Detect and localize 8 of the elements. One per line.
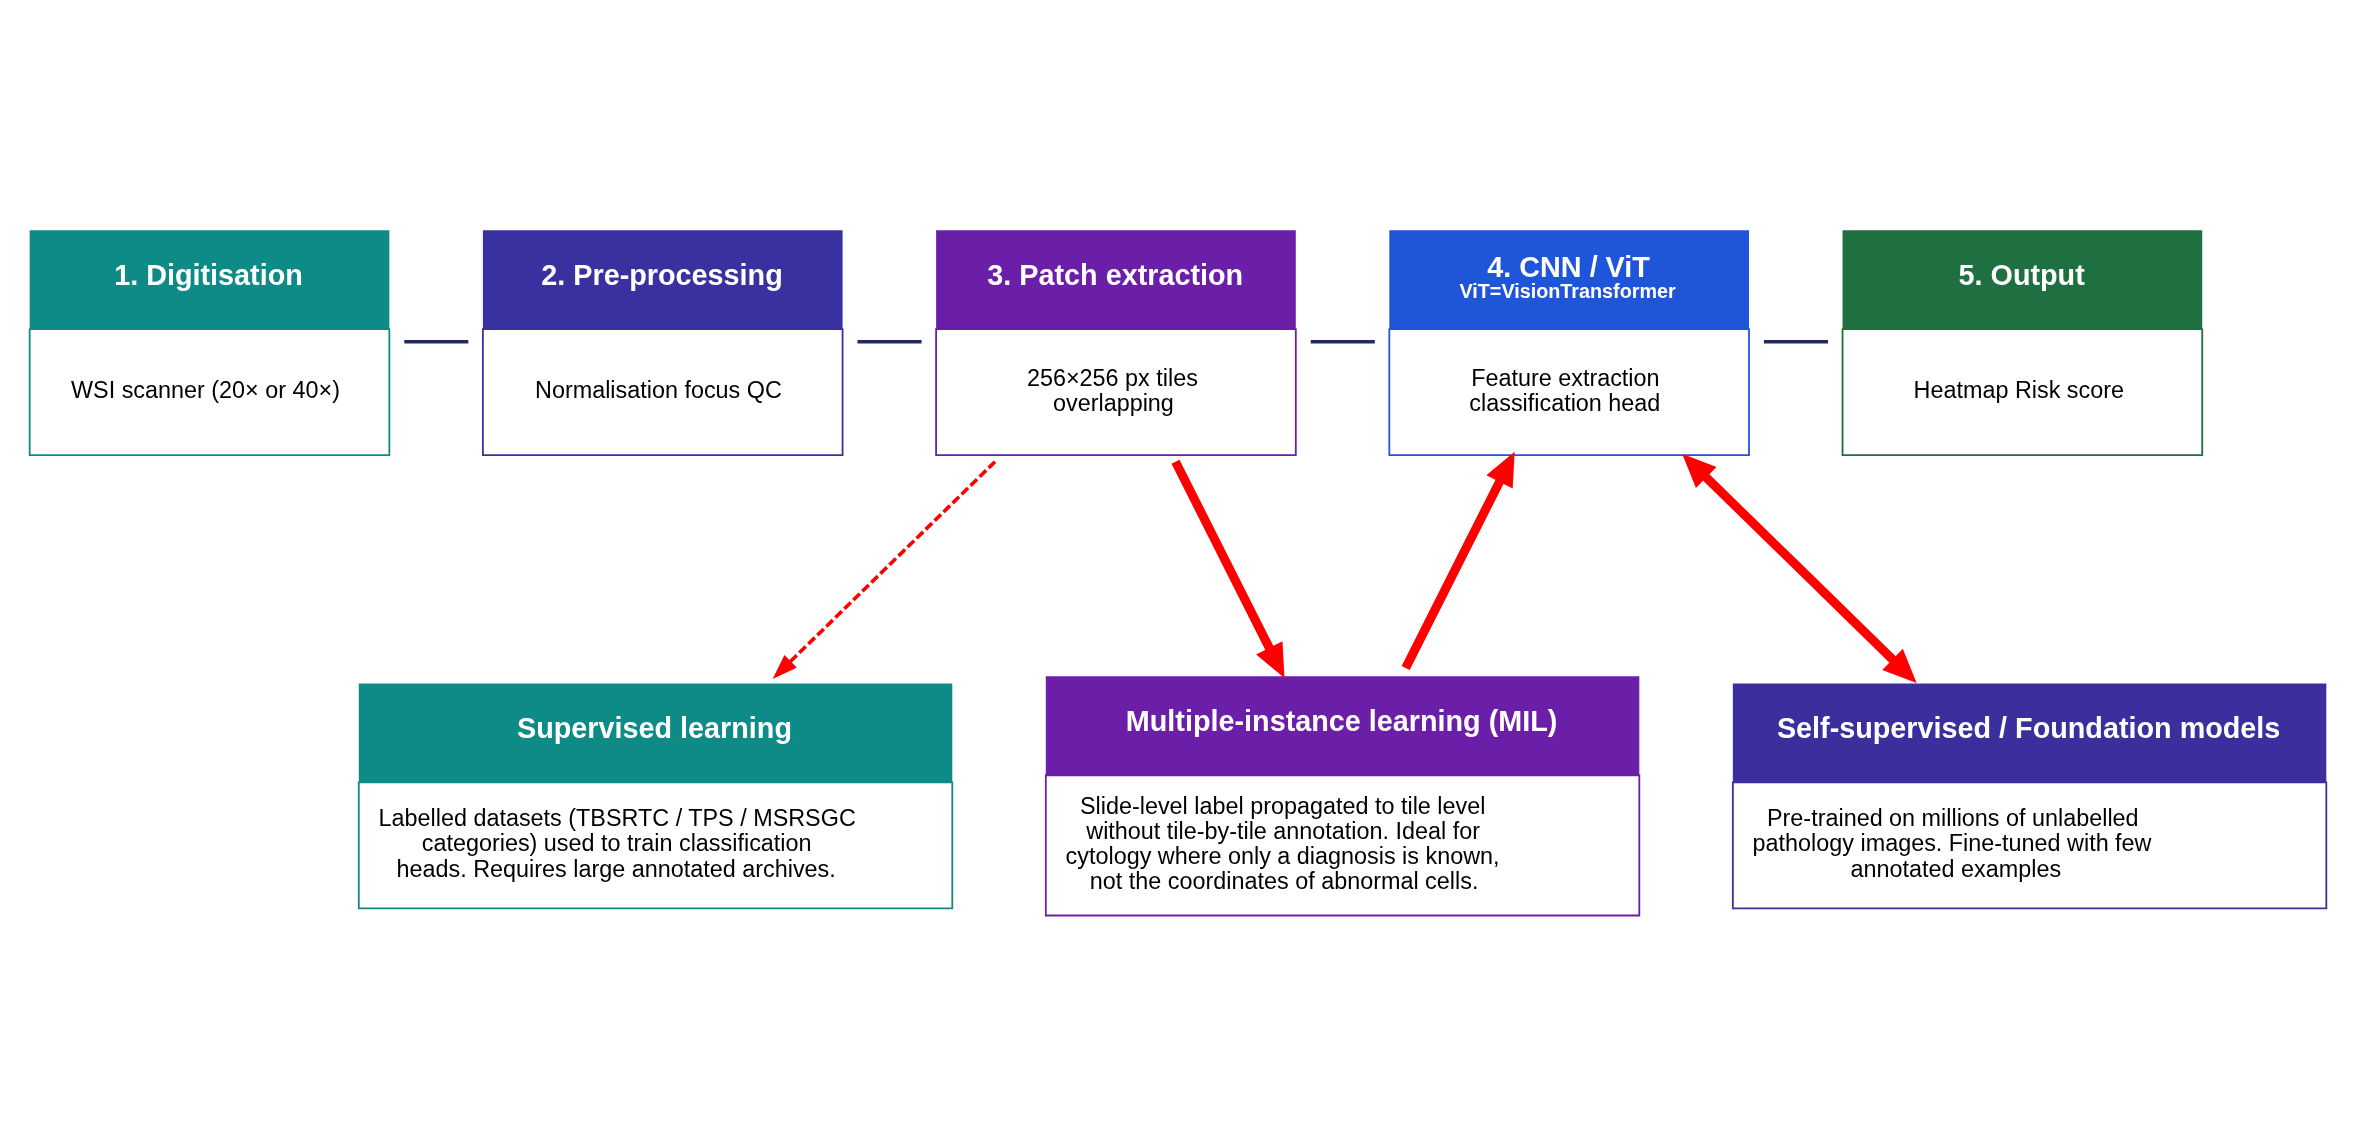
arrow xyxy=(1171,459,1285,678)
arrow xyxy=(1401,451,1515,670)
connector xyxy=(1763,339,1829,344)
connector xyxy=(1310,339,1375,344)
arrow xyxy=(1682,453,1917,683)
connector xyxy=(857,339,922,344)
connector xyxy=(404,339,469,344)
arrow xyxy=(772,459,997,679)
